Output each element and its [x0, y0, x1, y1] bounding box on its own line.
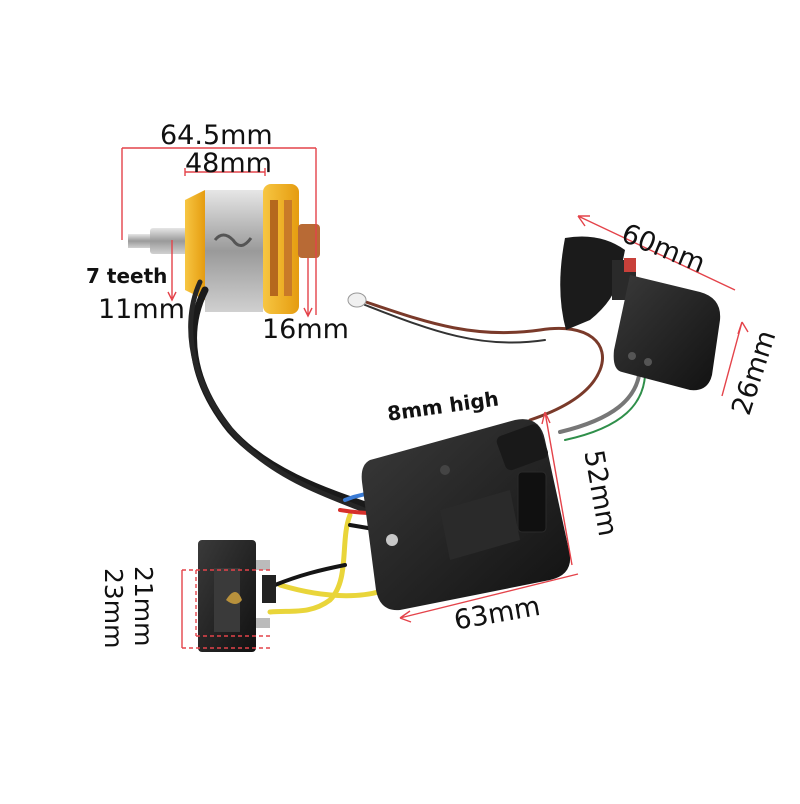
label-shaft-diameter: 11mm [98, 294, 185, 325]
motor-front-cap [185, 190, 205, 300]
dim-line-52 [541, 411, 573, 566]
dim-line-26 [721, 321, 749, 397]
label-bearing-diameter: 16mm [262, 314, 349, 345]
motor-rear-bearing [298, 224, 320, 258]
yellow-wire [267, 512, 353, 615]
label-motor-body-length: 48mm [185, 148, 272, 179]
dim-line-64-5 [121, 147, 317, 315]
dim-line-48 [184, 168, 266, 176]
dim-line-16 [303, 258, 313, 318]
dim-line-60 [577, 215, 736, 291]
label-terminal-inner: 21mm [129, 566, 158, 647]
motor-rear-cage [263, 184, 299, 314]
dim-line-63 [399, 573, 579, 623]
label-motor-teeth: 7 teeth [86, 264, 168, 288]
battery-terminal [198, 540, 276, 652]
led-light [347, 292, 367, 308]
motor [128, 184, 320, 314]
trigger-switch [560, 236, 721, 391]
label-motor-total-length: 64.5mm [160, 120, 273, 151]
dimension-lines [121, 147, 749, 649]
controller-board [361, 419, 571, 611]
dim-line-11 [167, 240, 177, 302]
motor-pinion [150, 228, 188, 254]
label-terminal-outer: 23mm [99, 568, 128, 649]
motor-stator [205, 190, 263, 312]
